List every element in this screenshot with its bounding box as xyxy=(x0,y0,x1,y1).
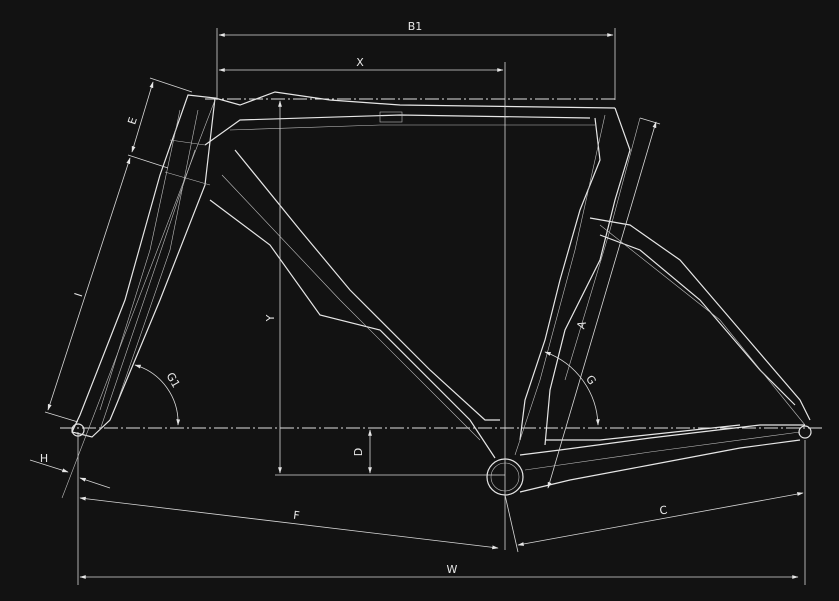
dimension-B1: B1 xyxy=(216,20,616,100)
dimension-E: E xyxy=(125,77,193,169)
label-A: A xyxy=(574,319,589,330)
label-C: C xyxy=(658,503,668,517)
dimension-Y: Y xyxy=(264,100,505,476)
angle-G1: G1 xyxy=(134,364,183,426)
angle-G: G xyxy=(544,351,600,426)
label-G: G xyxy=(583,373,599,387)
seat-tube xyxy=(514,107,641,456)
label-E: E xyxy=(125,116,140,127)
label-D: D xyxy=(352,448,365,456)
label-F: F xyxy=(292,509,300,523)
dimension-D: D xyxy=(352,429,372,474)
label-B1: B1 xyxy=(408,20,423,33)
label-Y: Y xyxy=(264,314,277,322)
dimension-W: W xyxy=(79,563,799,579)
dimension-H: H xyxy=(29,452,111,489)
label-W: W xyxy=(447,563,458,576)
dimension-A: A xyxy=(547,117,661,489)
label-I: I xyxy=(72,291,85,298)
fork-and-head-tube xyxy=(61,94,216,499)
top-tube xyxy=(204,91,616,146)
label-X: X xyxy=(356,56,364,69)
down-tube xyxy=(209,149,500,459)
dimension-X: X xyxy=(218,56,504,72)
dimension-F: F xyxy=(77,432,499,585)
dimension-C: C xyxy=(504,440,806,585)
dimension-I: I xyxy=(44,157,131,423)
label-H: H xyxy=(40,452,48,465)
seat-stay xyxy=(589,217,811,426)
